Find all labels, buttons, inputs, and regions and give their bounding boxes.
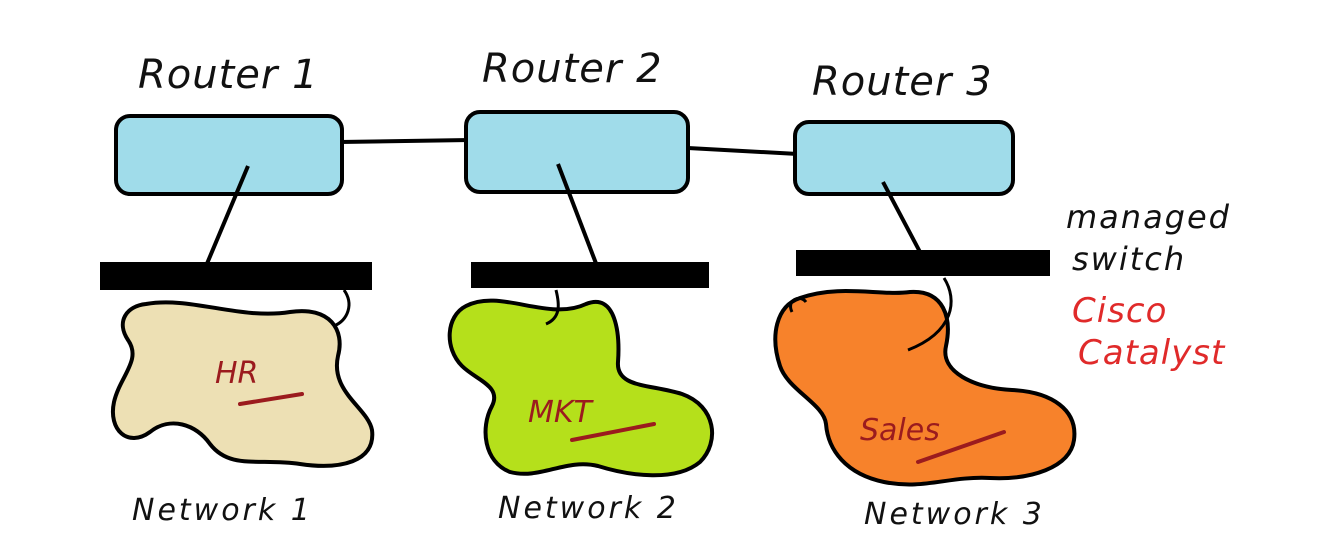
switch-annotation-line1: managed — [1066, 198, 1231, 236]
network-2-cloud — [447, 298, 715, 478]
link-switch2-network2 — [545, 289, 560, 326]
network-2-label: Network 2 — [498, 491, 679, 526]
network-1-segment-label: HR — [215, 356, 258, 391]
network-2-underline — [570, 422, 656, 442]
network-3-cable-loop — [789, 296, 808, 313]
network-3-label: Network 3 — [864, 497, 1045, 532]
network-3-cloud — [773, 289, 1077, 487]
router-1-box — [114, 114, 344, 196]
switch-3 — [796, 250, 1050, 276]
network-3-underline — [916, 430, 1006, 464]
link-router1-switch1 — [204, 165, 250, 267]
network-1-label: Network 1 — [132, 493, 313, 528]
link-switch3-network3 — [907, 277, 953, 352]
link-router2-router3 — [687, 146, 799, 156]
link-router2-switch2 — [556, 163, 599, 267]
switch-annotation-line2: switch — [1072, 240, 1186, 278]
vendor-annotation-line1: Cisco — [1072, 291, 1167, 331]
network-1-underline — [238, 392, 304, 406]
vendor-annotation-line2: Catalyst — [1078, 333, 1226, 373]
router-2-label: Router 2 — [482, 46, 663, 92]
link-router1-router2 — [339, 138, 471, 144]
network-1-cloud — [110, 300, 375, 468]
link-router3-switch3 — [881, 181, 922, 253]
network-2-segment-label: MKT — [528, 395, 595, 430]
router-1-label: Router 1 — [138, 52, 319, 98]
switch-1 — [100, 262, 372, 290]
router-3-box — [793, 120, 1015, 196]
network-3-segment-label: Sales — [860, 413, 940, 448]
switch-2 — [471, 262, 709, 288]
router-2-box — [464, 110, 690, 194]
router-3-label: Router 3 — [812, 59, 993, 105]
link-switch1-network1 — [333, 289, 351, 328]
